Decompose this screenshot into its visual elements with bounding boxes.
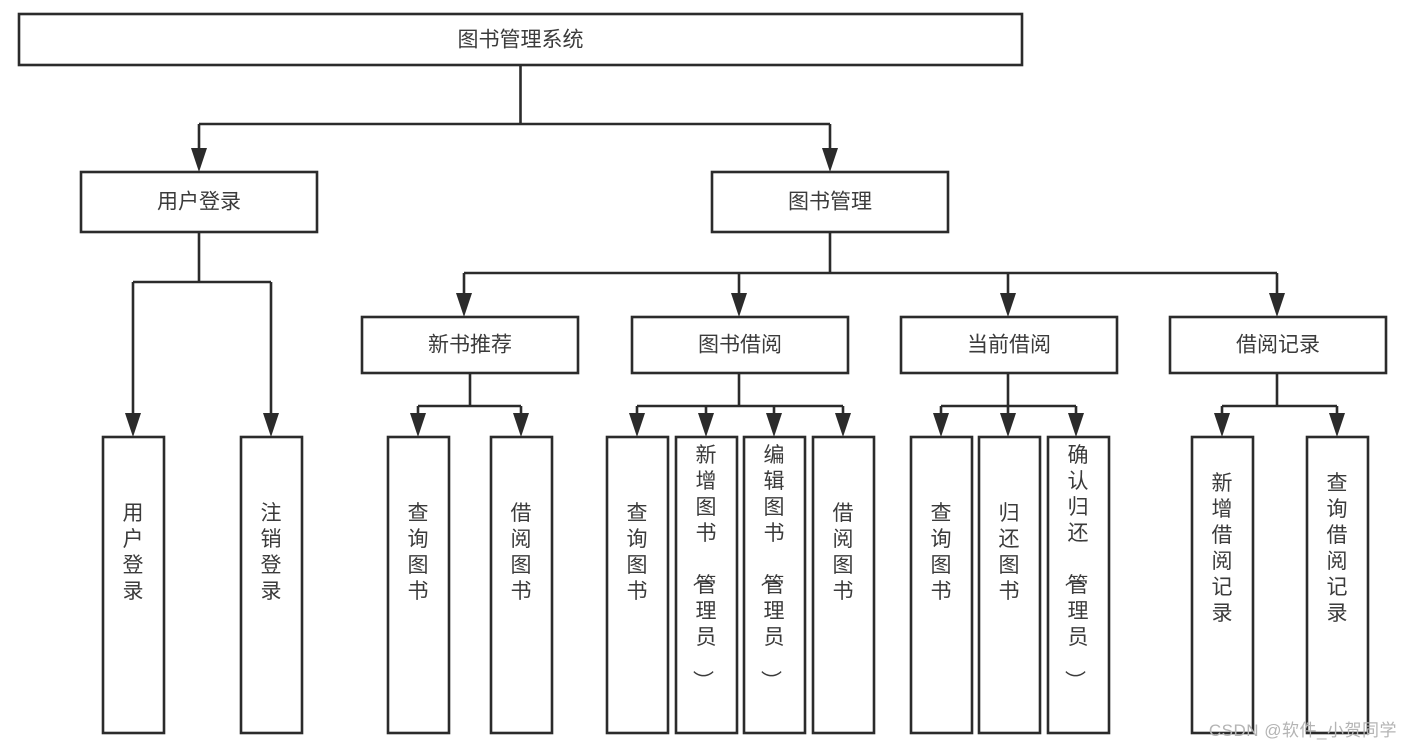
node-book-borrow-label: 图书借阅 (698, 334, 782, 357)
node-leaf-borrow-book-1[interactable]: 借阅图书 (489, 435, 554, 735)
arrow-head-user-login (191, 148, 207, 172)
node-leaf-confirm-return[interactable]: 确认归还（管理员） (1046, 435, 1111, 735)
node-user-login-box[interactable] (79, 170, 319, 234)
node-current-borrow[interactable]: 当前借阅 (899, 315, 1119, 375)
node-borrow-record[interactable]: 借阅记录 (1168, 315, 1388, 375)
node-leaf-query-book-1-label: 查询图书 (408, 502, 429, 603)
node-leaf-add-record[interactable]: 新增借阅记录 (1190, 435, 1255, 735)
arrow-head-leaf-borrow-book-2 (835, 413, 851, 437)
node-root[interactable]: 图书管理系统 (17, 12, 1024, 67)
node-leaf-confirm-return-box[interactable] (1046, 435, 1111, 735)
node-book-borrow[interactable]: 图书借阅 (630, 315, 850, 375)
node-leaf-logout[interactable]: 注销登录 (239, 435, 304, 735)
arrow-head-leaf-query-record (1329, 413, 1345, 437)
node-leaf-add-book-box[interactable] (674, 435, 739, 735)
node-borrow-record-label: 借阅记录 (1236, 334, 1320, 357)
node-leaf-query-book-1-box[interactable] (386, 435, 451, 735)
node-leaf-query-record-box[interactable] (1305, 435, 1370, 735)
node-leaf-borrow-book-1-box[interactable] (489, 435, 554, 735)
arrow-head-new-book-recommend (456, 293, 472, 317)
arrow-head-book-borrow (731, 293, 747, 317)
arrow-head-leaf-query-book-1 (410, 413, 426, 437)
node-leaf-user-login[interactable]: 用户登录 (101, 435, 166, 735)
node-leaf-return-book-box[interactable] (977, 435, 1042, 735)
node-leaf-borrow-book-1-label: 借阅图书 (511, 502, 532, 603)
node-leaf-logout-label: 注销登录 (261, 502, 282, 603)
node-root-box[interactable] (17, 12, 1024, 67)
node-leaf-return-book-label: 归还图书 (999, 502, 1020, 603)
node-leaf-add-record-box[interactable] (1190, 435, 1255, 735)
connector-layer (125, 65, 1345, 437)
arrow-head-leaf-edit-book (766, 413, 782, 437)
node-leaf-query-record[interactable]: 查询借阅记录 (1305, 435, 1370, 735)
node-book-management[interactable]: 图书管理 (710, 170, 950, 234)
node-borrow-record-box[interactable] (1168, 315, 1388, 375)
arrow-head-leaf-query-book-3 (933, 413, 949, 437)
node-leaf-borrow-book-2-box[interactable] (811, 435, 876, 735)
node-current-borrow-box[interactable] (899, 315, 1119, 375)
node-leaf-edit-book[interactable]: 编辑图书（管理员） (742, 435, 807, 735)
node-user-login[interactable]: 用户登录 (79, 170, 319, 234)
arrow-head-leaf-query-book-2 (629, 413, 645, 437)
arrow-head-leaf-add-book (698, 413, 714, 437)
node-current-borrow-label: 当前借阅 (967, 334, 1051, 357)
arrow-head-leaf-confirm-return (1068, 413, 1084, 437)
node-leaf-query-book-2-label: 查询图书 (627, 502, 648, 603)
node-book-borrow-box[interactable] (630, 315, 850, 375)
node-root-label: 图书管理系统 (458, 29, 584, 52)
node-book-management-label: 图书管理 (788, 191, 872, 214)
node-leaf-query-book-2[interactable]: 查询图书 (605, 435, 670, 735)
node-book-management-box[interactable] (710, 170, 950, 234)
node-leaf-borrow-book-2-label: 借阅图书 (833, 502, 854, 603)
node-leaf-user-login-label: 用户登录 (123, 502, 144, 603)
arrow-head-leaf-add-record (1214, 413, 1230, 437)
node-leaf-user-login-box[interactable] (101, 435, 166, 735)
arrow-head-leaf-logout (263, 413, 279, 437)
node-user-login-label: 用户登录 (157, 191, 241, 214)
node-leaf-query-record-label: 查询借阅记录 (1327, 472, 1348, 625)
arrow-head-leaf-return-book (1000, 413, 1016, 437)
node-leaf-return-book[interactable]: 归还图书 (977, 435, 1042, 735)
node-leaf-query-book-3[interactable]: 查询图书 (909, 435, 974, 735)
node-leaf-add-book-label: 新增图书（管理员） (691, 444, 717, 691)
node-leaf-borrow-book-2[interactable]: 借阅图书 (811, 435, 876, 735)
node-leaf-edit-book-box[interactable] (742, 435, 807, 735)
arrow-head-current-borrow (1000, 293, 1016, 317)
node-leaf-query-book-3-label: 查询图书 (931, 502, 952, 603)
node-leaf-query-book-1[interactable]: 查询图书 (386, 435, 451, 735)
node-leaf-query-book-2-box[interactable] (605, 435, 670, 735)
arrow-head-borrow-record (1269, 293, 1285, 317)
node-new-book-recommend-label: 新书推荐 (428, 334, 512, 357)
arrow-head-book-management (822, 148, 838, 172)
node-new-book-recommend-box[interactable] (360, 315, 580, 375)
node-leaf-add-book[interactable]: 新增图书（管理员） (674, 435, 739, 735)
node-leaf-edit-book-label: 编辑图书（管理员） (759, 444, 785, 691)
node-leaf-confirm-return-label: 确认归还（管理员） (1063, 444, 1089, 691)
node-leaf-query-book-3-box[interactable] (909, 435, 974, 735)
node-leaf-add-record-label: 新增借阅记录 (1212, 472, 1233, 625)
node-new-book-recommend[interactable]: 新书推荐 (360, 315, 580, 375)
arrow-head-leaf-user-login (125, 413, 141, 437)
arrow-head-leaf-borrow-book-1 (513, 413, 529, 437)
node-leaf-logout-box[interactable] (239, 435, 304, 735)
